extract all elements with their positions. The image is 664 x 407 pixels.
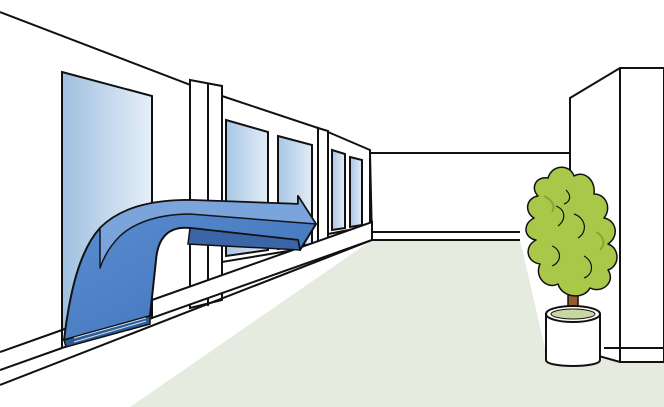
rear-window-band xyxy=(328,132,370,234)
small-pillar xyxy=(318,128,328,248)
wall-column xyxy=(190,80,222,308)
